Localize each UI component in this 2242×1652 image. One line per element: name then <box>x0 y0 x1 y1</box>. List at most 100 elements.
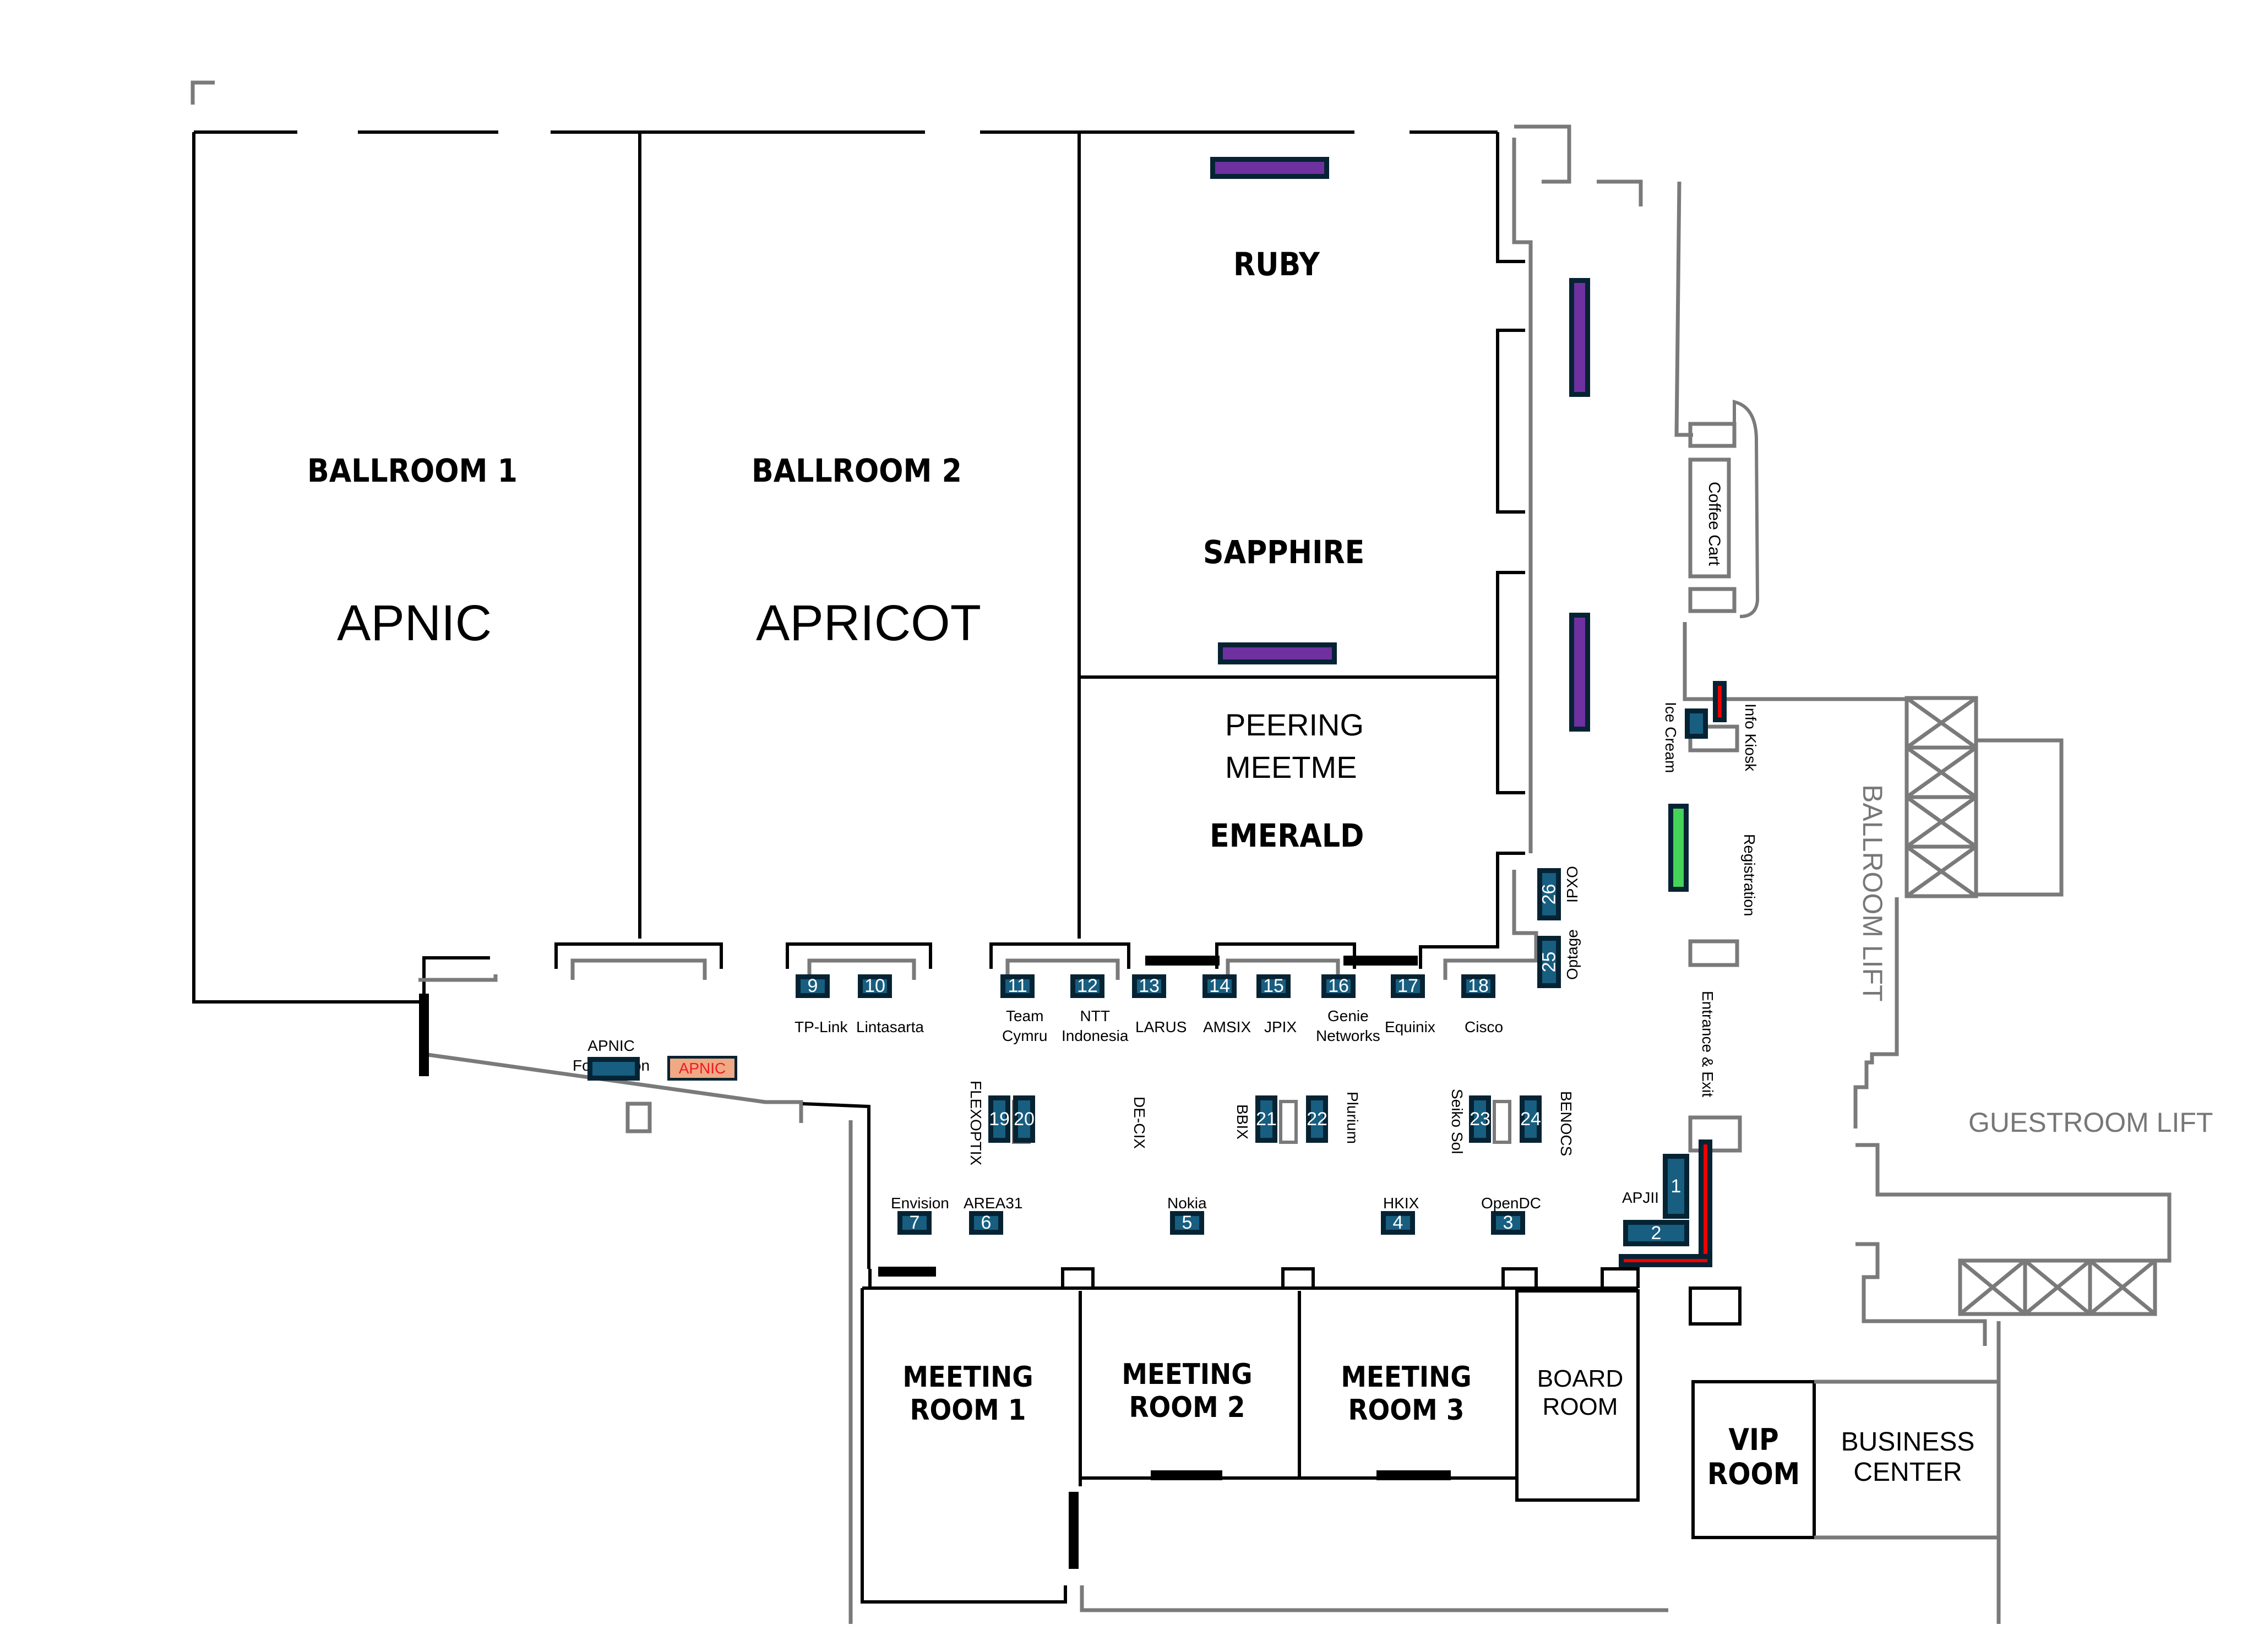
booth-number: 26 <box>1538 884 1560 905</box>
booth-number: 24 <box>1520 1108 1541 1130</box>
booth-number: 5 <box>1182 1212 1193 1233</box>
room-ballroom-2-name: BALLROOM 2 <box>752 452 962 489</box>
booth-17[interactable]: 17 <box>1391 974 1425 998</box>
sponsor-22: Plurium <box>1344 1092 1361 1144</box>
sponsor-16: Genie Networks <box>1316 1006 1380 1046</box>
booth-number: 2 <box>1651 1222 1662 1244</box>
booth-number: 9 <box>807 975 818 996</box>
apnic-foundation-line1: APNIC <box>587 1037 635 1054</box>
info-kiosk-label: Info Kiosk <box>1742 704 1759 771</box>
sponsor-11: Team Cymru <box>1002 1006 1047 1046</box>
booth-6[interactable]: 6 <box>969 1211 1003 1235</box>
sponsor-16-line1: Genie <box>1327 1007 1369 1024</box>
booth-apnic[interactable]: APNIC <box>667 1056 737 1081</box>
sponsor-26: IPXO <box>1564 866 1581 903</box>
purple-station-ruby[interactable] <box>1210 157 1329 179</box>
booth-number: 10 <box>864 975 885 996</box>
sponsor-12: NTT Indonesia <box>1062 1006 1128 1046</box>
purple-station-sapphire[interactable] <box>1218 642 1337 664</box>
booth-24[interactable]: 24 <box>1520 1095 1542 1143</box>
info-kiosk[interactable] <box>1713 681 1727 722</box>
booth-3[interactable]: 3 <box>1491 1211 1525 1235</box>
booth-number: 23 <box>1470 1108 1490 1130</box>
booth-13[interactable]: 13 <box>1132 974 1166 998</box>
sponsor-4: HKIX <box>1383 1195 1419 1212</box>
board-room-label: BOARD ROOM <box>1533 1365 1627 1421</box>
booth-5[interactable]: 5 <box>1170 1211 1204 1235</box>
booth-number: 17 <box>1397 975 1418 996</box>
booth-11[interactable]: 11 <box>1000 974 1035 998</box>
sponsor-25: Optage <box>1564 929 1581 980</box>
meeting-room-3-line2: ROOM 3 <box>1348 1393 1465 1427</box>
booth-10[interactable]: 10 <box>858 974 892 998</box>
sponsor-7: Envision <box>891 1195 949 1212</box>
booth-20[interactable]: 20 <box>1013 1095 1035 1143</box>
booth-1[interactable]: 1 <box>1663 1154 1689 1219</box>
booth-21[interactable]: 21 <box>1255 1095 1277 1143</box>
sponsor-6: AREA31 <box>964 1195 1023 1212</box>
business-center-line1: BUSINESS <box>1841 1427 1975 1457</box>
booth-18[interactable]: 18 <box>1461 974 1495 998</box>
purple-station-corridor-lower[interactable] <box>1569 613 1590 732</box>
booth-26[interactable]: 26 <box>1537 868 1561 920</box>
ballroom-lift-shafts <box>1904 696 2064 898</box>
meeting-room-1-label: MEETING ROOM 1 <box>899 1361 1037 1427</box>
ice-cream-stand[interactable] <box>1685 708 1708 739</box>
meeting-room-2-line2: ROOM 2 <box>1129 1391 1245 1424</box>
island-table-23-24 <box>1493 1100 1511 1144</box>
island-table-21-22 <box>1279 1100 1298 1144</box>
booth-16[interactable]: 16 <box>1321 974 1356 998</box>
sponsor-23: Seiko Sol <box>1449 1089 1466 1154</box>
booth-number: 15 <box>1263 975 1284 996</box>
room-emerald-name: EMERALD <box>1210 817 1364 854</box>
sponsor-20: DE-CIX <box>1131 1097 1148 1149</box>
booth-7[interactable]: 7 <box>897 1211 932 1235</box>
sponsor-11-line2: Cymru <box>1002 1027 1048 1045</box>
sponsor-16-line2: Networks <box>1316 1027 1380 1045</box>
booth-number: 20 <box>1014 1108 1035 1130</box>
booth-19[interactable]: 19 <box>988 1095 1010 1143</box>
booth-4[interactable]: 4 <box>1381 1211 1415 1235</box>
meeting-room-3-label: MEETING ROOM 3 <box>1337 1361 1476 1427</box>
room-emerald-event-line2: MEETME <box>1225 750 1357 784</box>
booth-9[interactable]: 9 <box>796 974 830 998</box>
registration-label: Registration <box>1741 834 1758 917</box>
registration-desk[interactable] <box>1668 804 1689 892</box>
sponsor-13: LARUS <box>1135 1018 1187 1035</box>
sponsor-15: JPIX <box>1264 1018 1297 1035</box>
booth-number: 13 <box>1139 975 1160 996</box>
booth-number: 3 <box>1503 1212 1514 1233</box>
booth-23[interactable]: 23 <box>1469 1095 1491 1143</box>
room-ballroom-1-event: APNIC <box>337 595 492 651</box>
booth-25[interactable]: 25 <box>1537 936 1561 988</box>
sponsor-19: FLEXOPTIX <box>967 1081 984 1166</box>
booth-number: 11 <box>1008 975 1027 996</box>
sponsor-apjii: APJII <box>1622 1189 1659 1206</box>
booth-number: 12 <box>1077 975 1098 996</box>
sponsor-10: Lintasarta <box>856 1018 924 1035</box>
meeting-room-3-line1: MEETING <box>1341 1361 1472 1394</box>
vip-room-label: VIP ROOM <box>1699 1422 1809 1491</box>
booth-number: 14 <box>1209 975 1230 996</box>
room-ruby-name: RUBY <box>1233 246 1320 283</box>
meeting-room-2-line1: MEETING <box>1122 1358 1253 1391</box>
sponsor-11-line1: Team <box>1005 1007 1044 1024</box>
sponsor-17: Equinix <box>1385 1018 1435 1035</box>
booth-2[interactable]: 2 <box>1623 1220 1689 1246</box>
purple-station-corridor-upper[interactable] <box>1569 278 1590 397</box>
booth-apnic-foundation[interactable] <box>587 1057 640 1081</box>
room-sapphire-name: SAPPHIRE <box>1203 533 1365 571</box>
booth-15[interactable]: 15 <box>1256 974 1291 998</box>
apjii-red-wall-horizontal <box>1619 1254 1712 1267</box>
sponsor-5: Nokia <box>1167 1195 1207 1212</box>
booth-22[interactable]: 22 <box>1306 1095 1328 1143</box>
sponsor-3: OpenDC <box>1481 1195 1541 1212</box>
booth-14[interactable]: 14 <box>1202 974 1237 998</box>
ice-cream-label: Ice Cream <box>1662 702 1679 773</box>
sponsor-9: TP-Link <box>795 1018 848 1035</box>
vip-room-line1: VIP <box>1728 1422 1779 1457</box>
booth-12[interactable]: 12 <box>1070 974 1104 998</box>
sponsor-14: AMSIX <box>1203 1018 1251 1035</box>
sponsor-12-line2: Indonesia <box>1062 1027 1129 1045</box>
